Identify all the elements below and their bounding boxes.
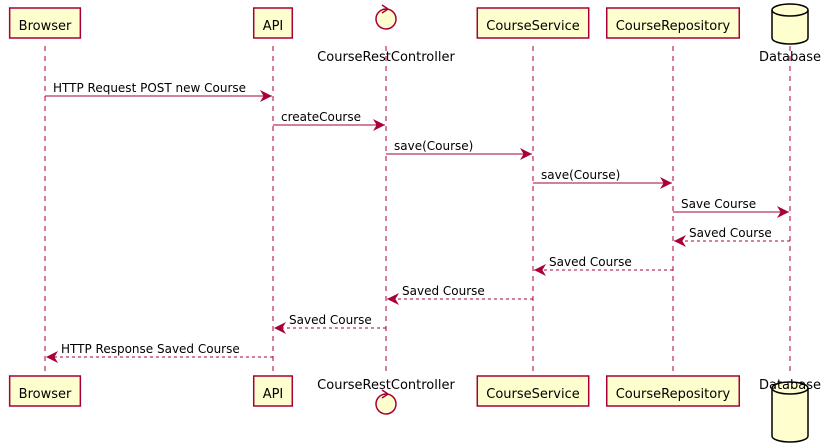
participant-api-top: API bbox=[252, 7, 294, 39]
participant-heads: BrowserBrowserAPIAPICourseRestController… bbox=[8, 3, 821, 443]
message: Save Course bbox=[673, 197, 789, 218]
control-icon-arrow bbox=[381, 389, 389, 399]
participant-label: Browser bbox=[19, 387, 72, 402]
message-label: HTTP Request POST new Course bbox=[53, 81, 246, 95]
participant-box bbox=[8, 7, 82, 39]
message: createCourse bbox=[273, 110, 385, 131]
participant-box bbox=[476, 7, 590, 39]
message-label: Saved Course bbox=[549, 255, 632, 269]
message-label: Save Course bbox=[681, 197, 756, 211]
message: HTTP Request POST new Course bbox=[45, 81, 272, 102]
message: Saved Course bbox=[274, 313, 386, 334]
message-label: createCourse bbox=[281, 110, 361, 124]
participant-controller-bottom: CourseRestController bbox=[317, 378, 455, 415]
participant-label: CourseService bbox=[486, 387, 579, 402]
participant-label: CourseRepository bbox=[616, 387, 731, 402]
participant-label: CourseRestController bbox=[317, 50, 455, 65]
message-label: Saved Course bbox=[289, 313, 372, 327]
participant-database-bottom: Database bbox=[759, 378, 821, 443]
participant-label: Database bbox=[759, 50, 821, 65]
participant-label: CourseRestController bbox=[317, 378, 455, 393]
participant-box bbox=[252, 7, 294, 39]
messages: HTTP Request POST new Course createCourse… bbox=[45, 81, 790, 363]
message-label: save(Course) bbox=[541, 168, 620, 182]
participant-controller-top: CourseRestController bbox=[317, 4, 455, 65]
participant-label: Browser bbox=[19, 19, 72, 34]
participant-browser-top: Browser bbox=[8, 7, 82, 39]
lifelines bbox=[44, 46, 791, 372]
participant-repository-bottom: CourseRepository bbox=[605, 375, 741, 407]
participant-repository-top: CourseRepository bbox=[605, 7, 741, 39]
participant-label: API bbox=[263, 387, 284, 402]
participant-service-bottom: CourseService bbox=[476, 375, 590, 407]
message: Saved Course bbox=[387, 284, 533, 305]
database-icon-rim bbox=[771, 9, 809, 17]
message: Saved Course bbox=[534, 255, 673, 276]
participant-box bbox=[8, 375, 82, 407]
message-label: save(Course) bbox=[394, 139, 473, 153]
participant-database-top: Database bbox=[759, 3, 821, 65]
participant-label: API bbox=[263, 19, 284, 34]
participant-service-top: CourseService bbox=[476, 7, 590, 39]
participant-box bbox=[605, 7, 741, 39]
participant-box bbox=[605, 375, 741, 407]
participant-box bbox=[252, 375, 294, 407]
control-icon bbox=[375, 393, 397, 415]
participant-browser-bottom: Browser bbox=[8, 375, 82, 407]
database-icon bbox=[771, 3, 809, 45]
participant-label: CourseRepository bbox=[616, 19, 731, 34]
participant-label: CourseService bbox=[486, 19, 579, 34]
participant-box bbox=[476, 375, 590, 407]
message: HTTP Response Saved Course bbox=[46, 342, 273, 363]
message-label: Saved Course bbox=[402, 284, 485, 298]
message-label: HTTP Response Saved Course bbox=[61, 342, 240, 356]
message-label: Saved Course bbox=[689, 226, 772, 240]
message: save(Course) bbox=[533, 168, 672, 189]
control-icon-arrow bbox=[381, 4, 389, 14]
participant-api-bottom: API bbox=[252, 375, 294, 407]
control-icon bbox=[375, 8, 397, 30]
database-icon bbox=[771, 381, 809, 443]
participant-label: Database bbox=[759, 378, 821, 393]
message: save(Course) bbox=[386, 139, 532, 160]
database-icon-rim bbox=[771, 387, 809, 395]
message: Saved Course bbox=[674, 226, 790, 247]
